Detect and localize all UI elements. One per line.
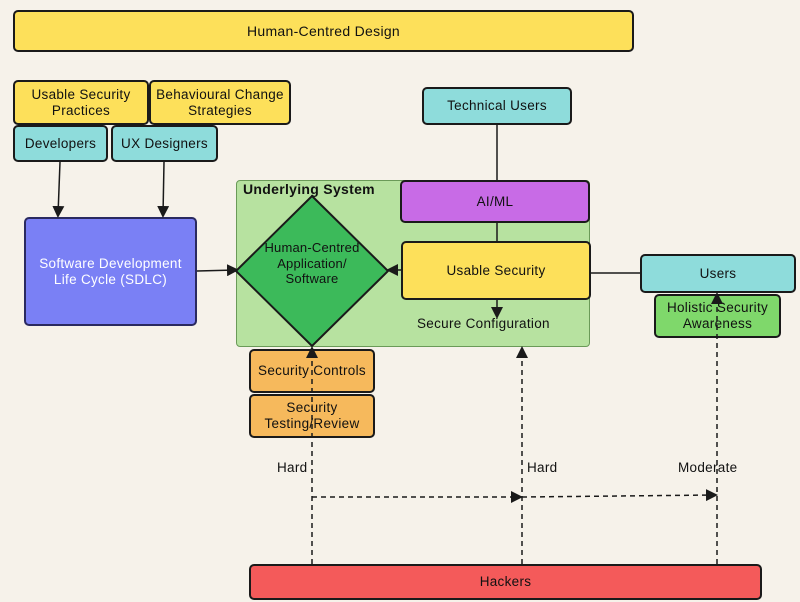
security-controls-box: Security Controls <box>249 349 375 393</box>
holistic-security-awareness-box: Holistic Security Awareness <box>654 294 781 338</box>
technical-users-box: Technical Users <box>422 87 572 125</box>
hard-to-moderate-dashed-arrow <box>521 489 718 502</box>
developers-box: Developers <box>13 125 108 162</box>
users-box: Users <box>640 254 796 293</box>
hackers-box: Hackers <box>249 564 762 600</box>
usable-security-box: Usable Security <box>401 241 591 300</box>
ai-ml-box: AI/ML <box>400 180 590 223</box>
ux-designers-to-sdlc-arrow <box>157 161 170 218</box>
behavioural-change-strategies-box: Behavioural Change Strategies <box>149 80 291 125</box>
underlying-system-title: Underlying System <box>243 181 375 197</box>
secure-configuration-label: Secure Configuration <box>417 316 550 331</box>
difficulty-label-middle: Hard <box>527 460 558 475</box>
sdlc-to-application-arrow <box>196 264 239 277</box>
developers-to-sdlc-arrow <box>52 161 65 218</box>
security-testing-review-box: Security Testing/Review <box>249 394 375 438</box>
sdlc-box: Software Development Life Cycle (SDLC) <box>24 217 197 326</box>
ux-designers-box: UX Designers <box>111 125 218 162</box>
difficulty-label-right: Moderate <box>678 460 738 475</box>
human-centred-design-banner: Human-Centred Design <box>13 10 634 52</box>
human-centred-application-label: Human-Centred Application/ Software <box>264 240 360 287</box>
difficulty-label-left: Hard <box>277 460 308 475</box>
usable-security-practices-box: Usable Security Practices <box>13 80 149 125</box>
